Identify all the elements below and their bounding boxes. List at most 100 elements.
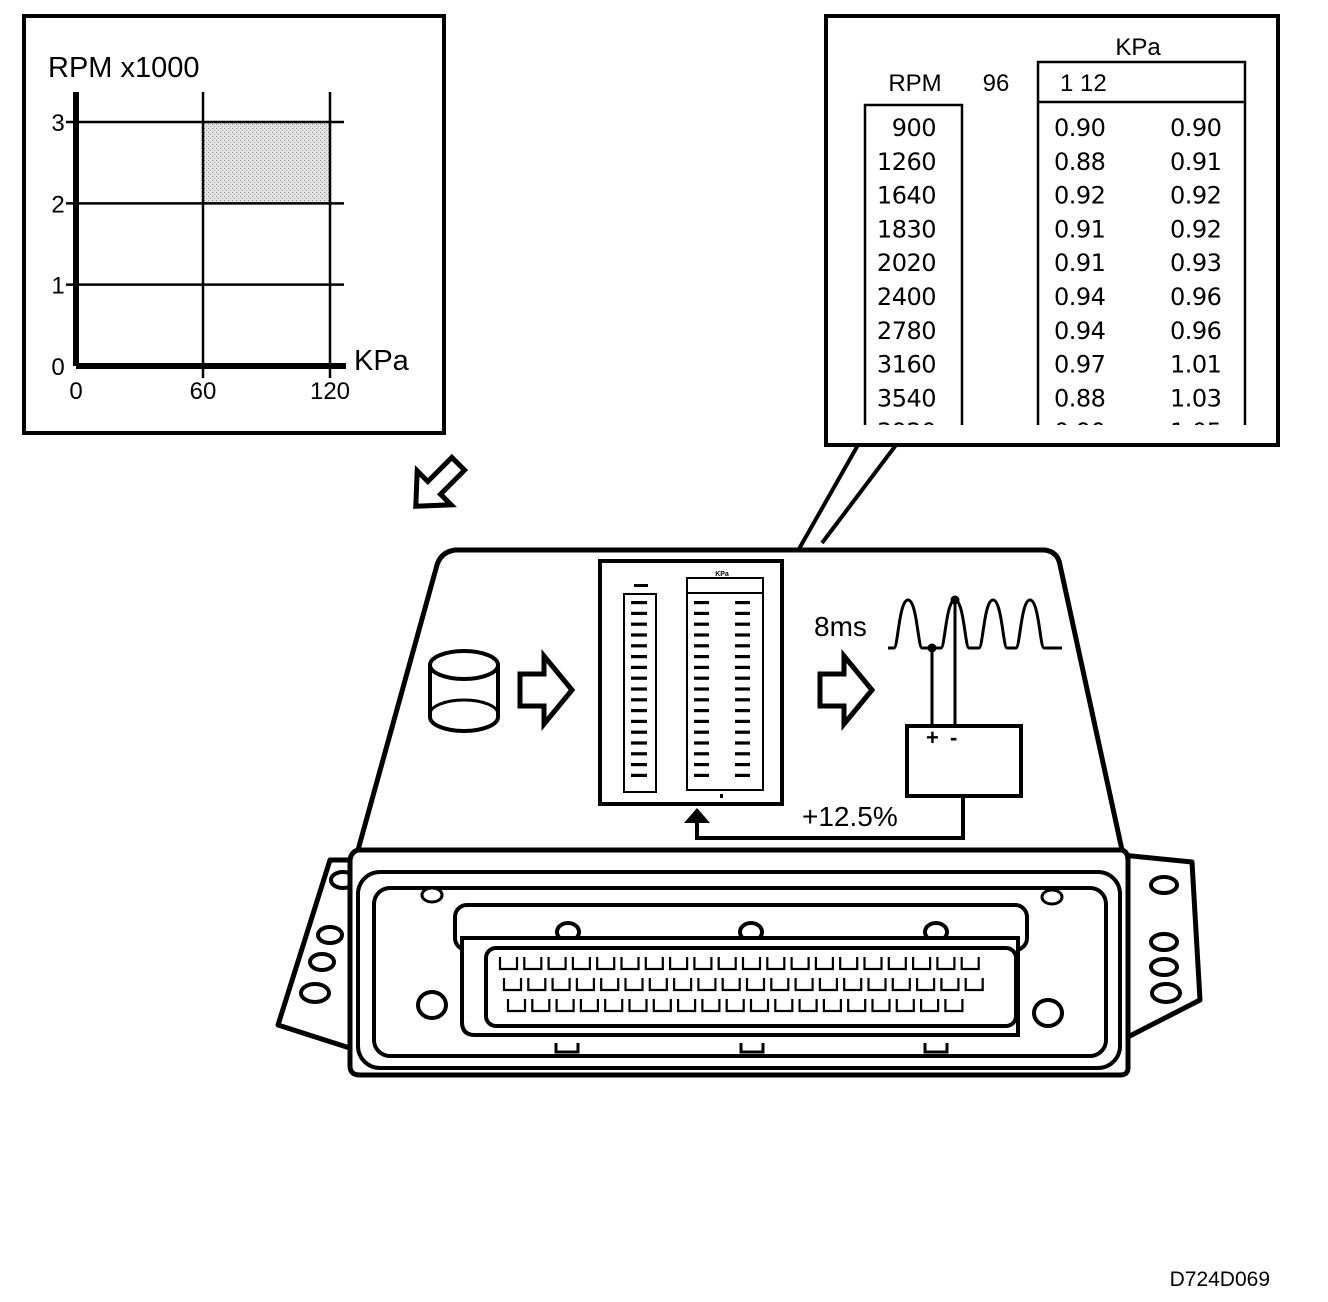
kpa96-cell: 0.94 xyxy=(1054,283,1105,311)
mini-value-cell xyxy=(735,633,750,637)
correction-feedback-line xyxy=(695,796,965,840)
connector-pin xyxy=(774,999,794,1013)
kpa112-cell: 1.03 xyxy=(1170,384,1221,412)
flange-hole xyxy=(1149,875,1179,895)
mini-rpm-cell xyxy=(631,719,647,723)
mini-value-cell xyxy=(735,601,750,605)
connector-pin xyxy=(620,957,640,971)
connector-pin xyxy=(895,999,915,1013)
connector-pin xyxy=(920,999,940,1013)
mini-rpm-cell xyxy=(631,601,647,605)
table-cutoff-mask xyxy=(828,425,1276,443)
kpa-values-box xyxy=(1036,60,1247,425)
kpa112-cell: 1.05 xyxy=(1170,418,1221,446)
x-tick-label: 0 xyxy=(69,378,82,405)
kpa112-cell: 0.93 xyxy=(1170,249,1221,277)
connector-pin xyxy=(944,999,964,1013)
connector-pin xyxy=(551,978,571,992)
connector-pin xyxy=(673,978,693,992)
rpm-cell: 1260 xyxy=(877,148,936,176)
mini-value-cell xyxy=(735,752,750,756)
connector-pin xyxy=(916,978,936,992)
mini-value-cell xyxy=(735,698,750,702)
connector-pin xyxy=(648,978,668,992)
mini-rpm-cell xyxy=(631,730,647,734)
flange-hole xyxy=(1150,982,1182,1004)
right-arrow-icon xyxy=(817,649,876,731)
rpm-cell: 2400 xyxy=(877,283,936,311)
mini-value-cell xyxy=(694,763,709,767)
connector-pin xyxy=(798,999,818,1013)
mini-rpm-cell xyxy=(631,763,647,767)
kpa96-cell: 0.90 xyxy=(1054,418,1105,446)
rpm-column-box xyxy=(863,103,964,425)
connector-pin xyxy=(871,999,891,1013)
connector-pin xyxy=(863,957,883,971)
connector-pin xyxy=(604,999,624,1013)
connector-pin xyxy=(721,978,741,992)
connector-pin xyxy=(717,957,737,971)
rpm-cell: 3920 xyxy=(877,418,936,446)
mini-value-cell xyxy=(694,719,709,723)
mini-rpm-cell xyxy=(631,622,647,626)
kpa96-cell: 0.92 xyxy=(1054,182,1105,210)
zoom-line-left xyxy=(793,444,860,557)
connector-pin xyxy=(600,978,620,992)
connector-pin xyxy=(867,978,887,992)
screw-hole xyxy=(1032,998,1064,1028)
mini-value-cell xyxy=(694,655,709,659)
mini-value-cell xyxy=(694,741,709,745)
kpa96-cell: 0.88 xyxy=(1054,384,1105,412)
col-112-header: 1 12 xyxy=(1060,70,1107,97)
connector-pin xyxy=(531,999,551,1013)
connector-pin xyxy=(794,978,814,992)
kpa112-cell: 0.96 xyxy=(1170,317,1221,345)
connector-pin xyxy=(523,957,543,971)
mini-value-cell xyxy=(694,752,709,756)
rpm-cell: 2020 xyxy=(877,249,936,277)
connector-pin xyxy=(745,978,766,992)
mini-rpm-cell xyxy=(631,698,647,702)
kpa-header: KPa xyxy=(1115,34,1161,61)
mini-rpm-cell xyxy=(631,655,647,659)
kpa96-cell: 0.90 xyxy=(1054,114,1105,142)
flange-hole xyxy=(308,952,336,972)
mini-value-cell xyxy=(694,644,709,648)
y-tick-label: 3 xyxy=(51,110,64,137)
mini-rpm-cell xyxy=(631,741,647,745)
screw-hole xyxy=(420,886,444,904)
kpa96-cell: 0.88 xyxy=(1054,148,1105,176)
mini-value-cell xyxy=(735,687,750,691)
connector-pin xyxy=(940,978,960,992)
x-axis-label: KPa xyxy=(354,345,410,377)
rpm-cell: 3540 xyxy=(877,384,936,412)
connector-pin xyxy=(624,978,644,992)
kpa112-cell: 0.92 xyxy=(1170,215,1221,243)
mini-rpm-cell xyxy=(631,644,647,648)
connector-pin xyxy=(506,999,527,1013)
flange-hole xyxy=(1149,957,1179,977)
connector-pin xyxy=(697,978,717,992)
battery-voltage-box xyxy=(905,724,1023,798)
connector-pin xyxy=(693,957,713,971)
feedback-arrowhead-icon xyxy=(684,808,710,823)
ecu-unit: KPa 8ms + - +12.5% xyxy=(275,547,1203,1078)
mini-rpm-cell xyxy=(631,676,647,680)
down-arrow-icon xyxy=(413,453,469,509)
rpm-cell: 1830 xyxy=(877,215,936,243)
connector-pin xyxy=(669,957,689,971)
connector-pin xyxy=(749,999,770,1013)
rpm-cell: 1640 xyxy=(877,182,936,210)
connector-pin xyxy=(652,999,672,1013)
connector-pin xyxy=(936,957,956,971)
connector-pin xyxy=(839,957,859,971)
rpm-header: RPM xyxy=(888,70,941,97)
